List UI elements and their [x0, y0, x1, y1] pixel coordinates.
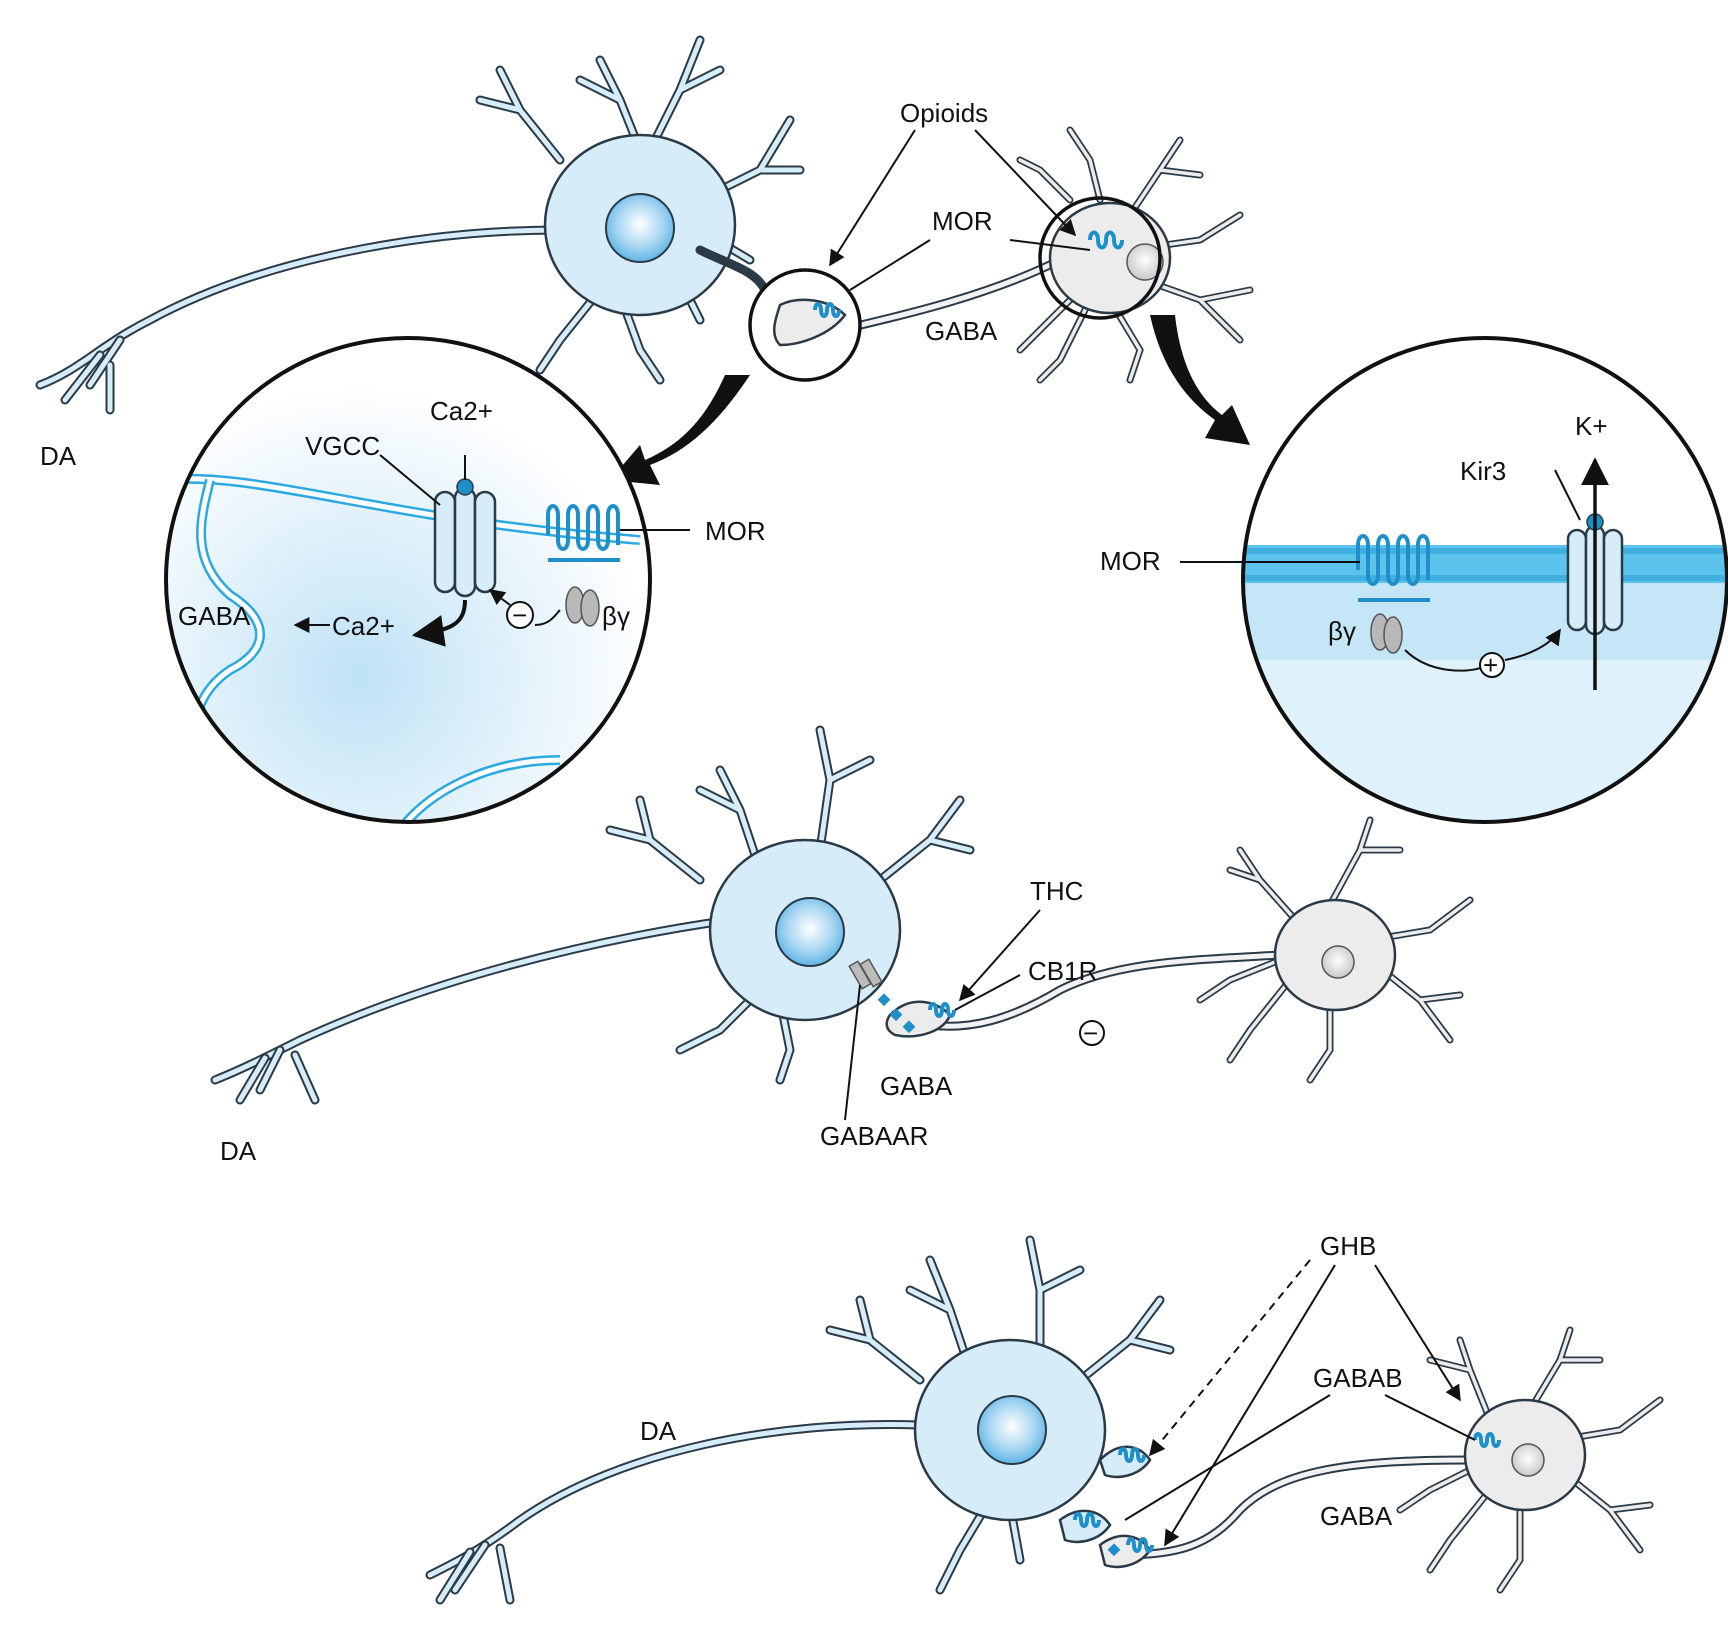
label-by-right: βγ: [1328, 616, 1356, 646]
label-thc: THC: [1030, 876, 1083, 906]
label-mor-top: MOR: [932, 206, 993, 236]
label-ca-top: Ca2+: [430, 396, 493, 426]
label-gabaar: GABAAR: [820, 1121, 928, 1151]
da-neuron-bottom: [425, 1235, 1175, 1605]
zoom-arrow-right: [1150, 315, 1250, 445]
zoom-circle-postsynaptic: +: [1180, 336, 1728, 824]
zoom-circle-presynaptic: −: [164, 336, 690, 824]
gaba-neuron-middle: [877, 816, 1474, 1084]
label-gabab: GABAB: [1313, 1363, 1403, 1393]
minus-sign-left: −: [512, 600, 527, 630]
label-opioids: Opioids: [900, 98, 988, 128]
plus-sign-right: +: [1483, 650, 1498, 680]
label-by-left: βγ: [602, 601, 630, 631]
gaba-terminal-top: [748, 268, 862, 382]
minus-sign-middle: −: [1083, 1018, 1098, 1048]
label-mor-right: MOR: [1100, 546, 1161, 576]
label-mor-left: MOR: [705, 516, 766, 546]
label-da-bottom: DA: [640, 1416, 677, 1446]
da-neuron-middle: [210, 725, 975, 1105]
label-gaba-bottom: GABA: [1320, 1501, 1393, 1531]
label-vgcc: VGCC: [305, 431, 380, 461]
label-gaba-left: GABA: [178, 601, 251, 631]
zoom-ring-gaba-soma: [1038, 196, 1162, 320]
zoom-arrow-left: [610, 375, 750, 485]
da-neuron-top: [35, 35, 805, 415]
label-ghb: GHB: [1320, 1231, 1376, 1261]
label-ca-left: Ca2+: [332, 611, 395, 641]
label-da-top: DA: [40, 441, 77, 471]
label-gaba-middle: GABA: [880, 1071, 953, 1101]
label-cb1r: CB1R: [1028, 956, 1097, 986]
label-da-middle: DA: [220, 1136, 257, 1166]
gaba-neuron-bottom: [1098, 1326, 1664, 1594]
gaba-neuron-top: [838, 126, 1254, 384]
label-k-plus: K+: [1575, 411, 1608, 441]
label-gaba-top: GABA: [925, 316, 998, 346]
label-kir3: Kir3: [1460, 456, 1506, 486]
